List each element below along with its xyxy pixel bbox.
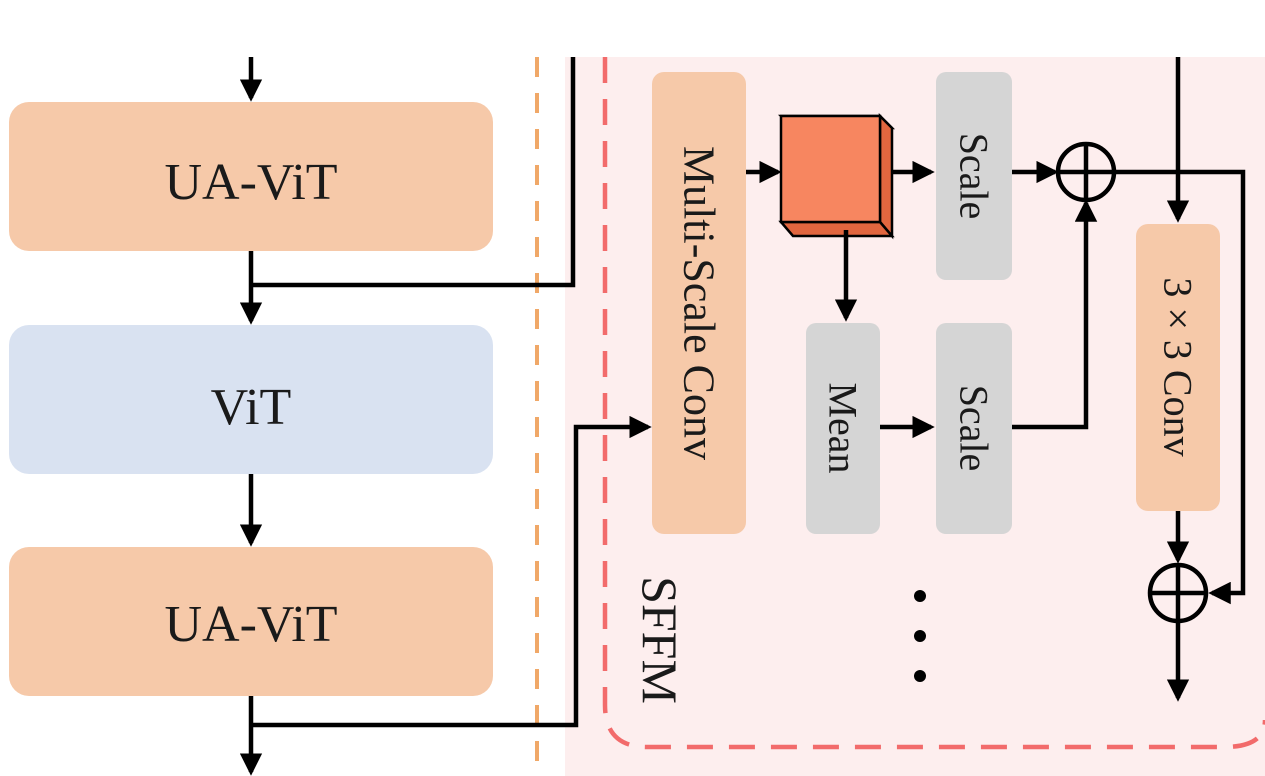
- multi-scale-conv-label: Multi-Scale Conv: [675, 146, 724, 460]
- conv3x3-label: 3 × 3 Conv: [1156, 277, 1201, 456]
- vit-block: [9, 325, 493, 474]
- scale-block-bottom: [936, 323, 1012, 534]
- branch-line-top: [251, 57, 576, 288]
- mean-block: [806, 323, 880, 534]
- mean-label: Mean: [821, 382, 866, 473]
- sffm-title: SFFM: [632, 576, 688, 704]
- scale-label-bottom: Scale: [952, 385, 997, 472]
- conv3x3-block: [1136, 224, 1220, 511]
- ua-vit-block-bottom: [9, 547, 493, 696]
- circled-plus-icon-bottom: [1147, 562, 1209, 624]
- circled-plus-icon-top: [1055, 141, 1117, 203]
- ua-vit-block-top: [9, 102, 493, 251]
- scale-label-top: Scale: [952, 133, 997, 220]
- ellipsis-dots: [914, 590, 926, 682]
- scale-block-top: [936, 72, 1012, 280]
- branch-line-bottom: [251, 415, 652, 728]
- multi-scale-conv-block: [652, 72, 746, 534]
- ua-vit-label-top: UA-ViT: [164, 154, 337, 211]
- vit-label: ViT: [211, 379, 292, 436]
- sffm-border: [602, 57, 1265, 750]
- arrow-plus-to-plus: [1114, 169, 1246, 605]
- cube-icon: [777, 112, 896, 240]
- ua-vit-label-bottom: UA-ViT: [164, 596, 337, 653]
- arrow-scale-bottom-to-plus: [1012, 199, 1098, 430]
